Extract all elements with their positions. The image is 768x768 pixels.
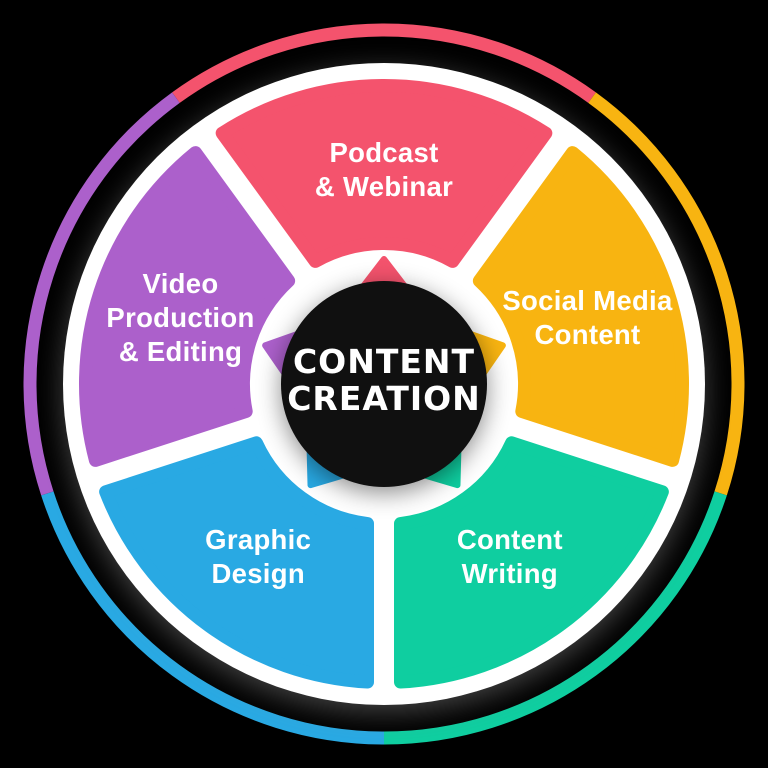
segment-content-writing bbox=[394, 436, 669, 689]
hub-circle bbox=[281, 281, 487, 487]
outer-ring-arc-social-media-content bbox=[588, 92, 745, 496]
segment-video-production-editing bbox=[79, 146, 296, 467]
segment-podcast-webinar bbox=[215, 79, 553, 268]
outer-ring-arc-video-production-editing bbox=[23, 92, 180, 496]
outer-ring bbox=[23, 23, 745, 745]
outer-ring-arc-content-writing bbox=[383, 491, 727, 745]
outer-ring-arc-podcast-webinar bbox=[172, 23, 596, 103]
segment-graphic-design bbox=[99, 436, 374, 689]
segment-social-media-content bbox=[472, 146, 689, 467]
outer-ring-arc-graphic-design bbox=[41, 491, 385, 745]
segment-label-podcast-webinar: Podcast& Webinar bbox=[315, 137, 453, 202]
